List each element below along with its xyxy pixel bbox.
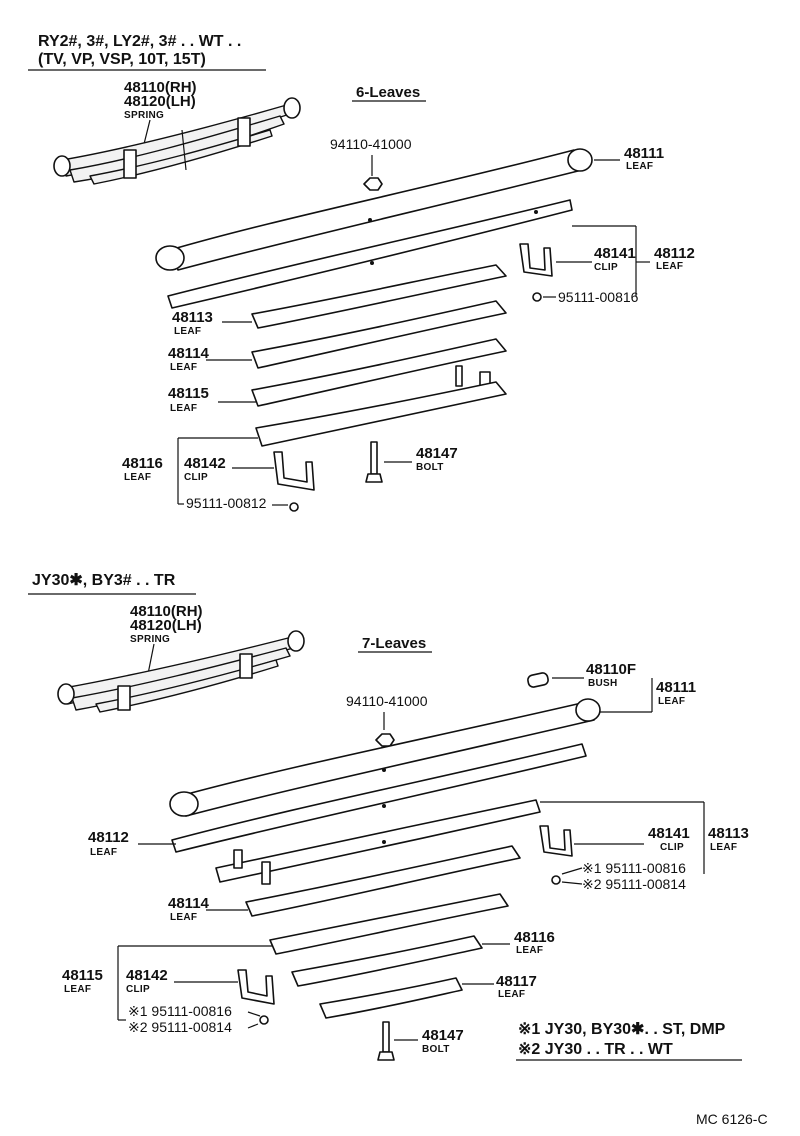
top-48141-name: CLIP xyxy=(594,262,618,273)
bottom-48142-num: 48142 xyxy=(126,967,168,984)
bottom-rivet-a-leader2 xyxy=(561,881,583,885)
top-spacer-icon xyxy=(455,365,463,387)
bottom-leaf-48115-illustration xyxy=(269,893,509,955)
bottom-48117-num: 48117 xyxy=(496,973,537,990)
bottom-48147-num: 48147 xyxy=(422,1027,464,1044)
bottom-section: JY30✱, BY3# . . TR 48110(RH) 48120(LH) S… xyxy=(28,572,749,1061)
bottom-bush-48110f-illustration xyxy=(527,672,549,688)
bottom-48114-num: 48114 xyxy=(168,895,210,912)
bottom-48112-num: 48112 xyxy=(88,829,129,846)
bottom-bolt-48147-icon xyxy=(377,1021,395,1061)
bottom-rivet-a1: ※1 95111-00816 xyxy=(582,860,686,876)
top-leaf-48111-illustration xyxy=(155,148,593,271)
bottom-rivet-b1: ※1 95111-00816 xyxy=(128,1003,232,1019)
diagram-code: MC 6126-C xyxy=(696,1111,768,1127)
bottom-rivet-b2: ※2 95111-00814 xyxy=(128,1019,232,1035)
top-header-line1: RY2#, 3#, LY2#, 3# . . WT . . xyxy=(38,33,241,50)
top-leaf-48116-illustration xyxy=(255,381,507,447)
top-leaf-48112-illustration xyxy=(167,199,573,309)
top-clip-48142-illustration xyxy=(273,451,315,491)
top-48147-num: 48147 xyxy=(416,445,458,462)
top-header-line2: (TV, VP, VSP, 10T, 15T) xyxy=(38,51,206,68)
top-48116-num: 48116 xyxy=(122,455,163,472)
bottom-48116-name: LEAF xyxy=(516,945,543,956)
top-48112-name: LEAF xyxy=(656,261,683,272)
bottom-rivet-a2: ※2 95111-00814 xyxy=(582,876,686,892)
bottom-rivet-b-leader2 xyxy=(247,1023,259,1029)
bottom-leaf-48113-illustration xyxy=(215,799,541,885)
bottom-leaf-48111-illustration xyxy=(169,698,601,817)
top-48115-num: 48115 xyxy=(168,385,209,402)
bottom-rivet-b-leader1 xyxy=(247,1011,261,1017)
bottom-48113-name: LEAF xyxy=(710,842,737,853)
top-48141-num: 48141 xyxy=(594,245,636,262)
bottom-spring-assembly-illustration xyxy=(57,630,305,713)
bottom-48115-name: LEAF xyxy=(64,984,91,995)
top-48116-name: LEAF xyxy=(124,472,151,483)
top-rivet-2-label: 95111-00812 xyxy=(186,495,267,511)
bottom-note-1: ※1 JY30, BY30✱. . ST, DMP xyxy=(518,1021,726,1038)
bottom-assembly-rh: 48110(RH) xyxy=(130,603,203,620)
top-leaf-48114-illustration xyxy=(251,300,507,369)
top-assembly-rh: 48110(RH) xyxy=(124,79,197,96)
bottom-48111-num: 48111 xyxy=(656,679,696,696)
top-rivet-1-label: 95111-00816 xyxy=(558,289,639,305)
bottom-48116-num: 48116 xyxy=(514,929,555,946)
top-assembly-lh: 48120(LH) xyxy=(124,93,196,110)
bottom-note-2: ※2 JY30 . . TR . . WT xyxy=(518,1041,673,1058)
bottom-leaves-title: 7-Leaves xyxy=(362,635,426,652)
bottom-48117-name: LEAF xyxy=(498,989,525,1000)
bottom-assembly-name: SPRING xyxy=(130,634,170,645)
bottom-rivet-a-leader1 xyxy=(561,867,583,875)
top-nut-icon xyxy=(363,177,383,191)
top-48142-num: 48142 xyxy=(184,455,226,472)
top-48114-num: 48114 xyxy=(168,345,210,362)
top-48147-name: BOLT xyxy=(416,462,444,473)
bottom-header: JY30✱, BY3# . . TR xyxy=(32,572,176,589)
top-48113-num: 48113 xyxy=(172,309,213,326)
bottom-48142-name: CLIP xyxy=(126,984,150,995)
bottom-clip-48142-illustration xyxy=(237,969,275,1005)
bottom-clip-48141-illustration xyxy=(539,825,573,857)
bottom-48113-num: 48113 xyxy=(708,825,749,842)
top-48114-name: LEAF xyxy=(170,362,197,373)
top-leaf-48113-illustration xyxy=(251,264,507,329)
top-48112-num: 48112 xyxy=(654,245,695,262)
top-clip-48141-illustration xyxy=(519,243,553,277)
bottom-leaf-48112-illustration xyxy=(171,743,587,853)
bottom-48114-name: LEAF xyxy=(170,912,197,923)
bottom-bush-num: 48110F xyxy=(586,661,636,678)
bottom-48112-name: LEAF xyxy=(90,847,117,858)
bottom-48111-name: LEAF xyxy=(658,696,685,707)
top-48113-name: LEAF xyxy=(174,326,201,337)
top-assembly-name: SPRING xyxy=(124,110,164,121)
bottom-rivet-b-icon xyxy=(259,1015,269,1025)
bottom-leaf-48114-illustration xyxy=(245,845,521,917)
top-rivet-2-icon xyxy=(289,502,299,512)
bottom-nut-label: 94110-41000 xyxy=(346,693,428,709)
bottom-leaf-48117-illustration xyxy=(319,977,463,1019)
top-rivet-1-icon xyxy=(532,292,542,302)
bottom-assembly-lh: 48120(LH) xyxy=(130,617,202,634)
bottom-rivet-a-icon xyxy=(551,875,561,885)
top-section: RY2#, 3#, LY2#, 3# . . WT . . (TV, VP, V… xyxy=(28,33,695,512)
top-48111-name: LEAF xyxy=(626,161,653,172)
bottom-48141-num: 48141 xyxy=(648,825,690,842)
top-48111-num: 48111 xyxy=(624,145,664,162)
bottom-48147-name: BOLT xyxy=(422,1044,450,1055)
top-spring-assembly-illustration xyxy=(53,97,301,185)
top-48142-name: CLIP xyxy=(184,472,208,483)
top-bolt-48147-icon xyxy=(365,441,383,483)
top-leaf-48115-illustration xyxy=(251,338,507,407)
bottom-48115-num: 48115 xyxy=(62,967,103,984)
bottom-leaf-48116-illustration xyxy=(291,935,483,987)
bottom-bush-name: BUSH xyxy=(588,678,618,689)
top-48115-name: LEAF xyxy=(170,403,197,414)
bottom-nut-icon xyxy=(375,733,395,747)
top-leaves-title: 6-Leaves xyxy=(356,84,420,101)
bottom-48141-name: CLIP xyxy=(660,842,684,853)
top-nut-label: 94110-41000 xyxy=(330,136,412,152)
